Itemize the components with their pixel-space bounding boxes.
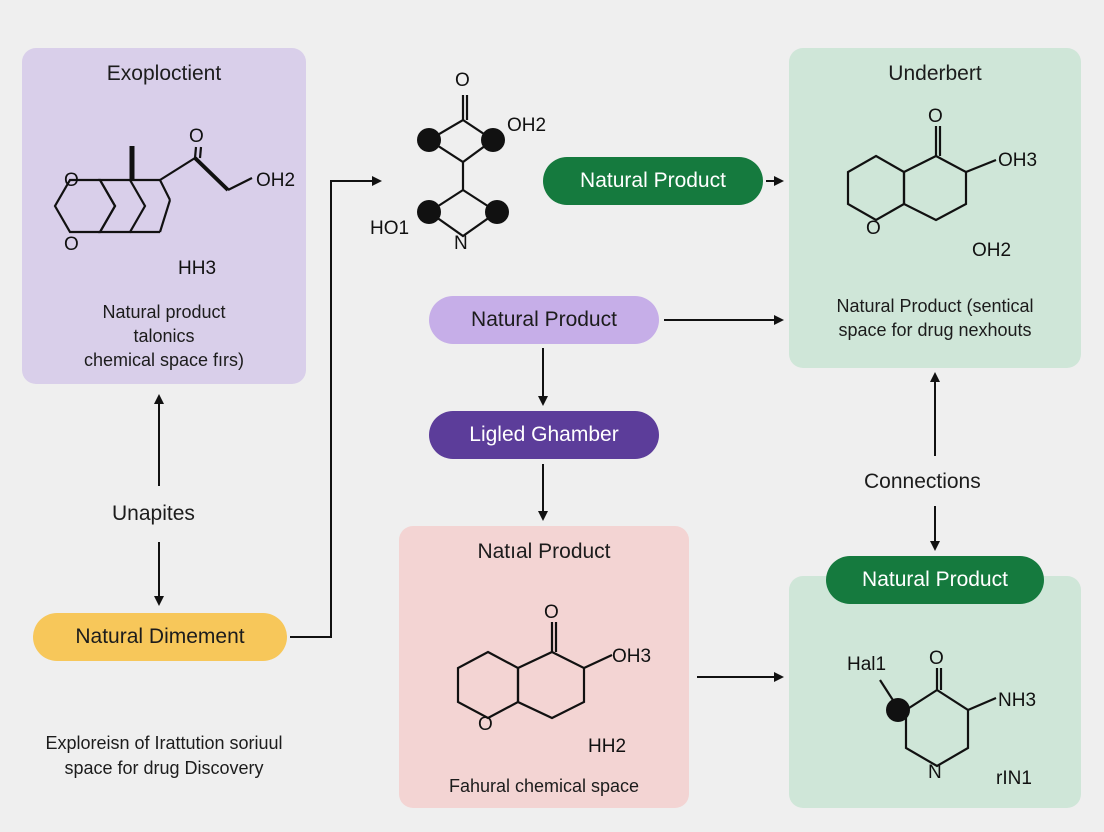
mol-atom: NH3 [998,690,1036,711]
panel-top-right: Underbert Natural Product (sentical spac… [789,48,1081,368]
mol-atom: OH3 [998,150,1037,171]
ligand-chamber-pill[interactable]: Ligled Ghamber [429,411,659,459]
mol-atom: HH2 [588,736,626,757]
mol-atom: rIN1 [996,768,1032,789]
mol-atom: N [928,762,942,783]
mol-atom: O [455,70,470,91]
footnote-line: space for drug Discovery [64,758,264,778]
natural-dimement-pill[interactable]: Natural Dimement [33,613,287,661]
mol-atom: HH3 [178,258,216,279]
molecule-center: O OH2 HO1 N [370,70,546,254]
caption-line: talonics [133,326,195,346]
mol-atom: O [478,714,493,735]
panel-top-left-title: Exoploctient [106,62,222,85]
mol-atom: O [64,234,79,255]
panel-bottom-center-title: Natıal Product [477,540,611,563]
mol-atom: O [544,602,559,623]
mol-atom: O [929,648,944,669]
mol-atom: OH3 [612,646,651,667]
mol-atom: OH2 [507,115,546,136]
caption-line: space for drug nexhouts [838,320,1032,340]
panel-top-right-title: Underbert [888,62,982,85]
panel-top-right-caption: Natural Product (sentical space for drug… [789,294,1081,342]
natural-product-pill-middle[interactable]: Natural Product [429,296,659,344]
molecule-top-right: O O OH3 OH2 [846,106,1037,261]
arrow-dimement-to-center [290,176,382,638]
mol-atom: O [866,218,881,239]
mol-atom: HO1 [370,218,409,239]
mol-atom: O [928,106,943,127]
natural-product-pill-top[interactable]: Natural Product [543,157,763,205]
caption-line: Natural Product (sentical [836,296,1034,316]
natural-product-pill-bottom-right[interactable]: Natural Product [826,556,1044,604]
caption-line: chemical space fırs) [83,350,245,370]
mol-atom: N [454,233,468,254]
mol-atom: Hal1 [847,654,886,675]
caption-line: Natural product [102,302,226,322]
mol-atom: O [64,170,79,191]
footnote: Exploreisn of Irattution soriuul space f… [14,731,314,781]
flow-arrows [154,176,940,682]
footnote-line: Exploreisn of Irattution soriuul [45,733,283,753]
unapites-label: Unapites [112,502,195,525]
molecule-bottom-center: O O OH3 HH2 [456,602,651,757]
mol-atom: O [189,126,204,147]
molecule-top-left: O O O OH2 HH3 [53,126,295,279]
mol-atom: OH2 [972,240,1011,261]
connections-label: Connections [864,470,981,493]
panel-bottom-center: Natıal Product Fahural chemical space [399,526,689,808]
molecule-bottom-right: O Hal1 NH3 N rIN1 [847,648,1036,789]
panel-top-left-caption: Natural product talonics chemical space … [22,300,306,372]
panel-bottom-center-caption: Fahural chemical space [448,776,640,796]
mol-atom: OH2 [256,170,295,191]
